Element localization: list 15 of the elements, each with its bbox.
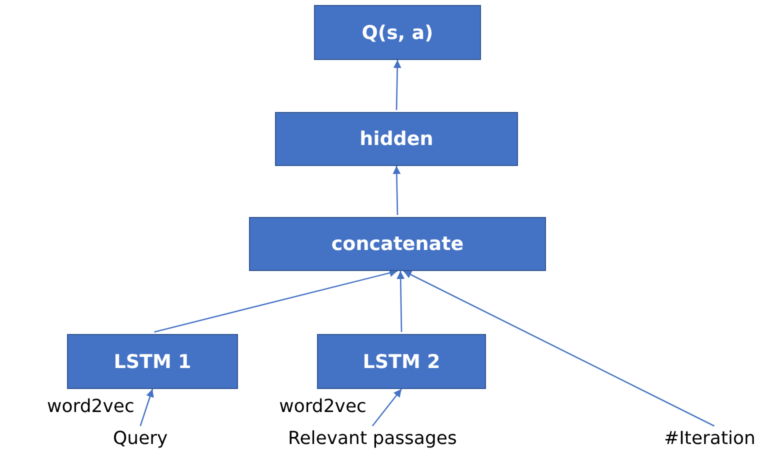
arrow (154, 269, 398, 333)
input-label: Relevant passages (288, 428, 457, 449)
arrow (372, 388, 402, 426)
process-box: LSTM 2 (317, 334, 486, 389)
process-box: concatenate (249, 217, 546, 271)
process-box: hidden (275, 112, 518, 166)
input-label: Query (113, 428, 168, 449)
process-box: LSTM 1 (67, 334, 238, 389)
arrow (396, 270, 405, 332)
input-label: #Iteration (664, 428, 756, 449)
process-box: Q(s, a) (314, 5, 481, 60)
arrow (393, 60, 402, 110)
arrow (140, 388, 154, 426)
arrow (392, 166, 401, 216)
arrow (403, 270, 715, 427)
